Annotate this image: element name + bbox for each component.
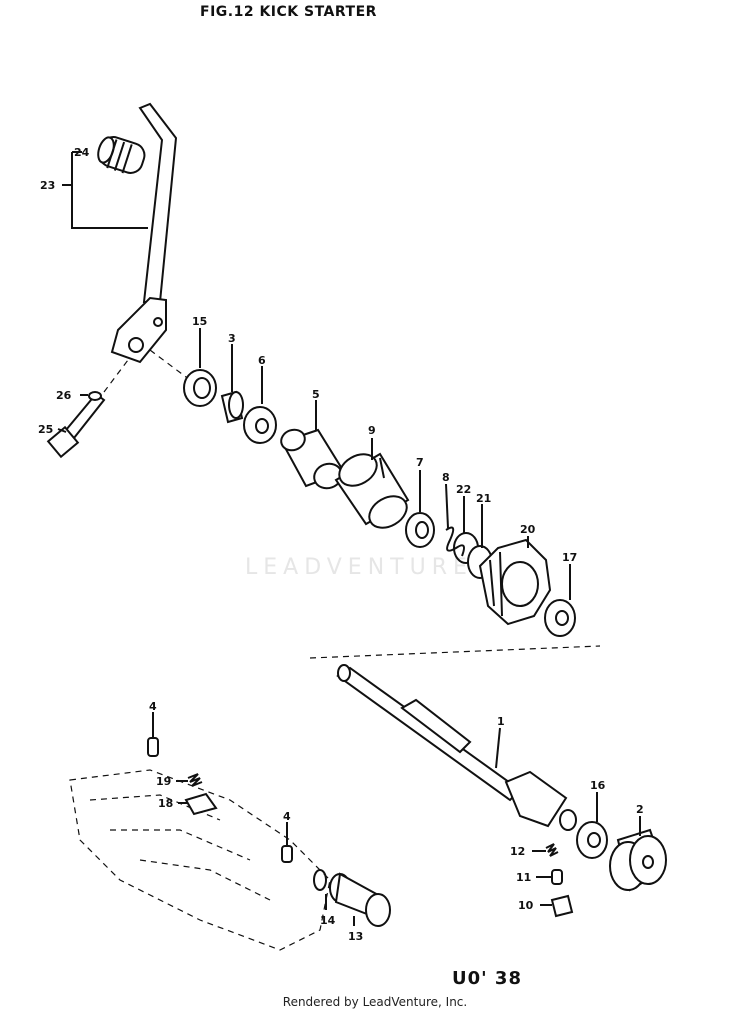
spacer-sleeve[interactable]	[278, 426, 346, 492]
oil-seal[interactable]	[183, 369, 217, 407]
label-22: 22	[456, 483, 471, 496]
label-4-lower: 4	[283, 810, 291, 823]
spring-cover[interactable]	[334, 448, 413, 534]
label-14: 14	[320, 914, 336, 927]
bracket-23	[71, 152, 148, 229]
kick-lever[interactable]	[110, 102, 178, 364]
washer-16[interactable]	[576, 821, 608, 859]
spring-8[interactable]	[445, 526, 465, 557]
guide-18[interactable]	[184, 792, 218, 816]
label-5: 5	[312, 388, 320, 401]
washer-7[interactable]	[405, 512, 435, 548]
lever-washer[interactable]	[88, 391, 102, 401]
watermark: LEADVENTURE	[245, 555, 473, 580]
label-9: 9	[368, 424, 376, 437]
label-20: 20	[520, 523, 536, 536]
label-21: 21	[476, 492, 491, 505]
dowel-pin-upper[interactable]	[147, 737, 159, 757]
spring-19[interactable]	[187, 773, 203, 787]
label-1: 1	[497, 715, 505, 728]
label-15: 15	[192, 315, 207, 328]
label-18: 18	[158, 797, 173, 810]
label-25: 25	[38, 423, 53, 436]
spring-12[interactable]	[545, 843, 559, 857]
leader-lines	[57, 328, 641, 926]
label-4-upper: 4	[149, 700, 157, 713]
kick-gear[interactable]	[478, 538, 552, 626]
label-13: 13	[348, 930, 363, 943]
lever-bolt[interactable]	[46, 392, 106, 459]
label-16: 16	[590, 779, 606, 792]
label-23: 23	[40, 179, 55, 192]
axis-line-lever	[103, 359, 129, 393]
washer-17[interactable]	[544, 599, 576, 637]
label-24: 24	[74, 146, 90, 159]
label-17: 17	[562, 551, 577, 564]
diagram-code: U0' 38	[452, 968, 522, 989]
plunger-11[interactable]	[551, 869, 563, 885]
label-3: 3	[228, 332, 236, 345]
washer-6[interactable]	[243, 406, 277, 444]
label-8: 8	[442, 471, 450, 484]
guide-2[interactable]	[609, 828, 667, 892]
label-2: 2	[636, 803, 644, 816]
idle-gear-shaft[interactable]	[329, 872, 391, 927]
label-10: 10	[518, 899, 534, 912]
dowel-pin-lower[interactable]	[281, 845, 293, 863]
label-6: 6	[258, 354, 266, 367]
label-26: 26	[56, 389, 72, 402]
stopper-10[interactable]	[550, 894, 574, 918]
axis-line-upper	[149, 349, 191, 381]
kick-grip[interactable]	[95, 134, 147, 176]
axis-line-shaft	[309, 645, 601, 659]
figure-title: FIG.12 KICK STARTER	[200, 4, 377, 20]
label-11: 11	[516, 871, 531, 884]
footer-credit: Rendered by LeadVenture, Inc.	[282, 995, 468, 1009]
label-7: 7	[416, 456, 424, 469]
label-19: 19	[156, 775, 171, 788]
circlip-14[interactable]	[313, 869, 327, 891]
bushing[interactable]	[220, 390, 244, 424]
kick-shaft[interactable]	[336, 664, 577, 831]
label-12: 12	[510, 845, 525, 858]
